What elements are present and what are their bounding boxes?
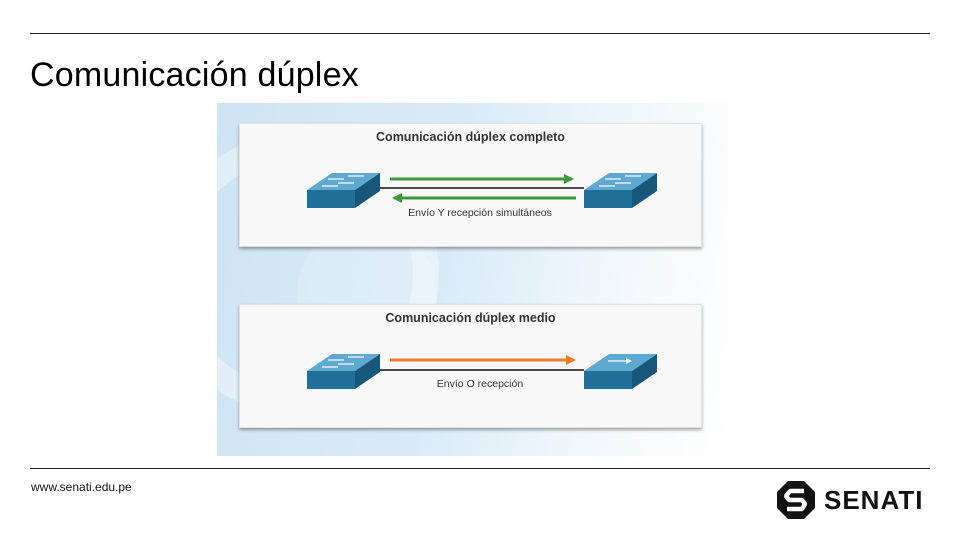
- switch-icon: [584, 173, 657, 208]
- footer-url[interactable]: www.senati.edu.pe: [31, 480, 132, 494]
- half-duplex-caption: Envío O recepción: [436, 378, 524, 390]
- brand-name: SENATI: [824, 484, 924, 515]
- half-duplex-title: Comunicación dúplex medio: [385, 311, 556, 325]
- switch-icon: [307, 173, 380, 208]
- senati-brand: SENATI: [776, 480, 923, 520]
- full-duplex-title: Comunicación dúplex completo: [376, 130, 565, 144]
- top-divider: [30, 33, 930, 34]
- full-duplex-panel: Comunicación dúplex completo: [239, 123, 702, 247]
- full-duplex-graphic: [307, 173, 657, 208]
- slide-title: Comunicación dúplex: [30, 56, 359, 94]
- switch-icon: [584, 354, 657, 389]
- bottom-divider: [30, 468, 930, 469]
- full-duplex-caption: Envío Y recepción simultáneos: [408, 207, 552, 219]
- switch-icon: [307, 354, 380, 389]
- duplex-diagram: Comunicación dúplex completo: [217, 103, 728, 456]
- senati-logo-icon: [777, 481, 815, 519]
- half-duplex-panel: Comunicación dúplex medio: [239, 304, 702, 428]
- half-duplex-graphic: [307, 354, 657, 389]
